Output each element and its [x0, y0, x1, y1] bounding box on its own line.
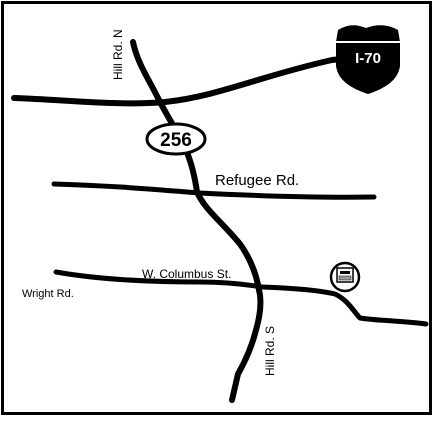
destination-building-icon: [329, 261, 361, 293]
label-wright-rd: Wright Rd.: [22, 288, 74, 300]
route-256-shield: 256: [145, 122, 207, 156]
label-w-columbus-st: W. Columbus St.: [142, 267, 231, 281]
interstate-i-70-label: I-70: [355, 50, 381, 67]
label-refugee-rd: Refugee Rd.: [215, 172, 299, 189]
road-hill-rd: [130, 39, 264, 403]
interstate-i-70-shield: I-70: [336, 25, 400, 94]
road-i-70: [11, 54, 363, 107]
road-refugee-rd: [51, 181, 377, 200]
label-hill-rd-s: Hill Rd. S: [263, 326, 277, 376]
route-256-label: 256: [160, 130, 192, 151]
road-w-columbus-st: [53, 269, 429, 327]
label-hill-rd-n: Hill Rd. N: [111, 29, 125, 80]
